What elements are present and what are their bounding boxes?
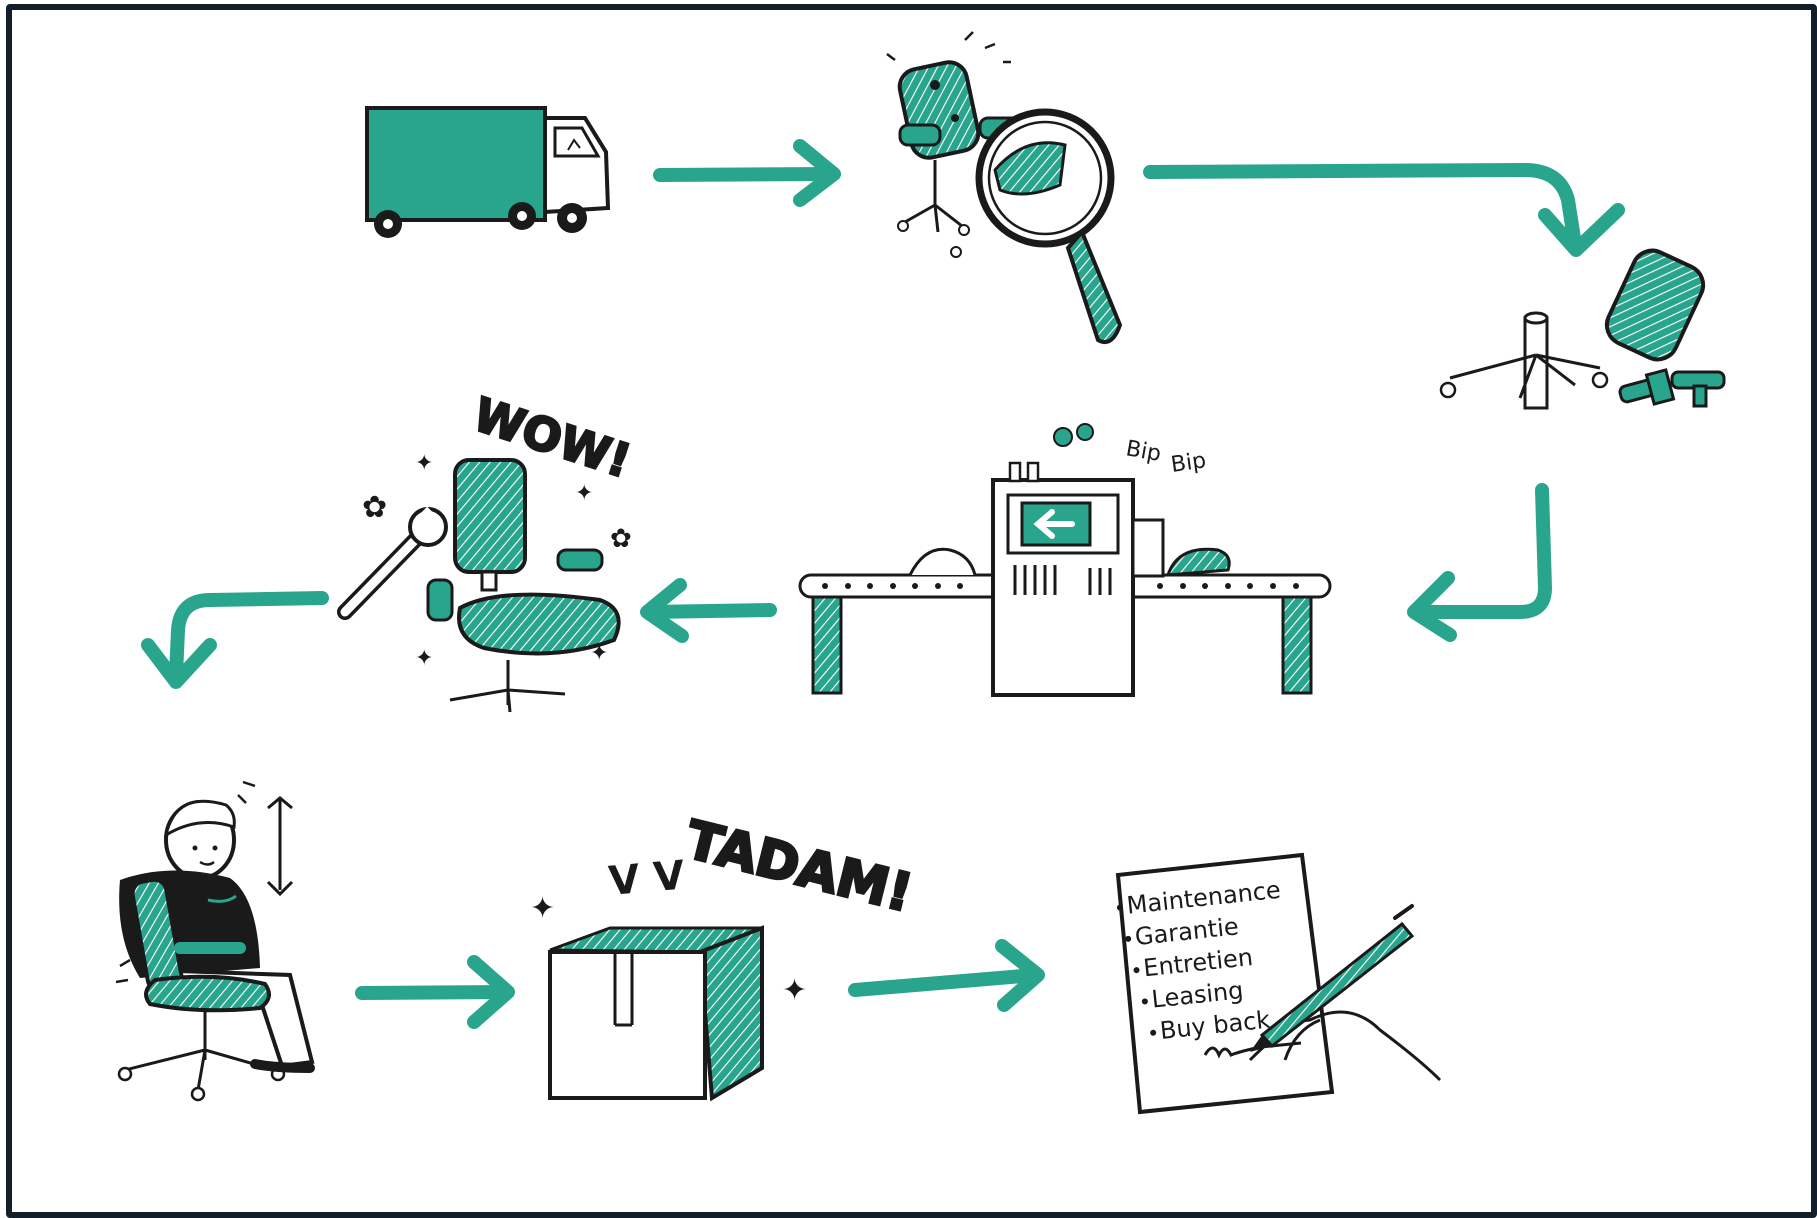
sparkle-doodles: ✦ ✦ ✦ ✦ — [415, 451, 608, 671]
contract-bullets — [1116, 904, 1157, 1036]
signature-scribble — [1203, 1041, 1302, 1059]
delivery-truck-icon — [365, 106, 611, 238]
signed-contract-icon: Maintenance Garantie Entretien Leasing B… — [1115, 852, 1442, 1115]
person-testing-chair-icon — [115, 780, 315, 1102]
arrow-5-icon — [141, 591, 329, 689]
arrow-7-icon — [848, 939, 1045, 1012]
tadam-prefix-mark: V V — [607, 853, 687, 905]
cardboard-box-icon: V V TADAM! ✦✦ — [530, 809, 920, 1102]
svg-text:✦: ✦ — [415, 451, 433, 476]
arrow-4-icon — [640, 578, 777, 643]
disassembled-chair-icon — [1439, 248, 1726, 410]
box-sparkles: ✦✦ — [530, 891, 807, 1008]
svg-text:✦: ✦ — [415, 646, 433, 671]
reassembled-chair-icon: WOW! ✿ ✿ ✦✦ ✦✦ — [337, 386, 639, 713]
magnifying-glass-chair-icon — [886, 31, 1123, 345]
arrow-2-icon — [1143, 163, 1625, 257]
svg-text:✦: ✦ — [590, 641, 608, 666]
conveyor-machine-icon: Bip Bip — [798, 423, 1332, 697]
arrow-3-icon — [1407, 483, 1552, 642]
svg-text:✦: ✦ — [575, 481, 593, 506]
flower-doodle-left: ✿ — [362, 490, 387, 525]
bip-label-2: Bip — [1169, 448, 1207, 478]
bip-label-1: Bip — [1124, 436, 1163, 467]
flower-doodle-right: ✿ — [610, 524, 632, 554]
arrow-6-icon — [355, 955, 515, 1029]
tadam-label: TADAM! — [680, 810, 918, 924]
svg-text:✦: ✦ — [782, 973, 807, 1008]
arrow-1-icon — [653, 139, 841, 207]
svg-text:✦: ✦ — [530, 891, 555, 926]
